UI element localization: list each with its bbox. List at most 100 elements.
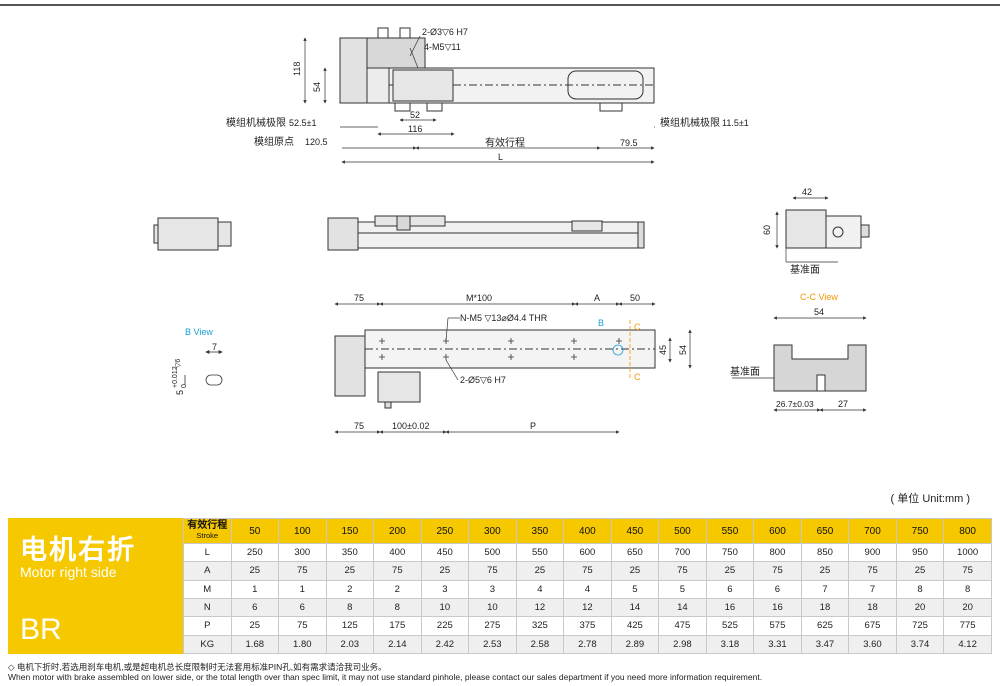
table-cell: 1	[278, 579, 327, 599]
label-origin: 模组原点	[254, 135, 294, 148]
table-cell: 6	[705, 579, 755, 599]
table-cell: 10	[468, 597, 517, 618]
table-cell: 2.78	[563, 634, 612, 655]
bottom-view	[334, 329, 656, 409]
table-cell: 14	[658, 597, 707, 618]
table-cell: 775	[943, 616, 992, 636]
callout-pin-2xd3: 2-Ø3▽6 H7	[422, 27, 468, 37]
table-cell: 1.80	[278, 634, 327, 655]
stroke-header-cell: 350	[515, 518, 565, 544]
stroke-header-cell: 650	[800, 518, 850, 544]
table-cell: 700	[658, 542, 707, 563]
table-cell: 25	[420, 561, 470, 581]
table-cell: 75	[943, 561, 992, 581]
mark-C-top: C	[634, 322, 641, 332]
stroke-label-cn: 有效行程	[187, 520, 228, 531]
table-cell: 2.03	[325, 634, 375, 655]
table-cell: 5	[610, 579, 660, 599]
stroke-header-cell: 800	[943, 518, 992, 544]
table-cell: 1000	[943, 542, 992, 563]
table-cell: 750	[705, 542, 755, 563]
cc-view	[732, 316, 867, 412]
footnote-cn: ◇ 电机下折时,若选用刹车电机,或是超电机总长度限制时无法套用标准PIN孔,如有…	[8, 662, 387, 672]
table-cell: 25	[230, 561, 280, 581]
table-cell: 25	[705, 561, 755, 581]
table-cell: 75	[468, 561, 517, 581]
dim-79-5: 79.5	[620, 138, 638, 148]
end-view-left	[153, 217, 232, 251]
table-cell: 175	[373, 616, 422, 636]
table-cell: 12	[515, 597, 565, 618]
table-cell: 18	[800, 597, 850, 618]
table-cell: 7	[848, 579, 897, 599]
table-cell: 8	[373, 597, 422, 618]
dim-54-bottom: 54	[678, 345, 688, 355]
stroke-header-cell: 750	[895, 518, 945, 544]
table-cell: 3.47	[800, 634, 850, 655]
cc-dim-27: 27	[838, 399, 848, 409]
table-cell: 75	[563, 561, 612, 581]
top-view-dims	[303, 35, 655, 164]
table-cell: 125	[325, 616, 375, 636]
table-cell: 5	[658, 579, 707, 599]
row-label: KG	[183, 634, 232, 655]
table-cell: 3	[468, 579, 517, 599]
table-cell: 18	[848, 597, 897, 618]
stroke-header-cell: 50	[230, 518, 280, 544]
stroke-header-cell: 700	[848, 518, 897, 544]
top-view	[339, 27, 655, 112]
model-title-en: Motor right side	[20, 564, 117, 580]
stroke-header-cell: 100	[278, 518, 327, 544]
table-cell: 600	[563, 542, 612, 563]
table-cell: 4	[563, 579, 612, 599]
dim-m100: M*100	[466, 293, 492, 303]
b-view-tol-lower: 0	[181, 384, 188, 388]
table-cell: 2	[325, 579, 375, 599]
value-limit-left: 52.5±1	[289, 118, 316, 128]
dim-116: 116	[408, 124, 422, 134]
table-cell: 6	[230, 597, 280, 618]
row-label: L	[183, 542, 232, 563]
table-cell: 275	[468, 616, 517, 636]
table-cell: 500	[468, 542, 517, 563]
cc-dim-26-7: 26.7±0.03	[776, 399, 814, 409]
table-cell: 900	[848, 542, 897, 563]
stroke-header-cell: 600	[753, 518, 802, 544]
b-view-depth: ▽6	[175, 359, 182, 368]
table-cell: 12	[563, 597, 612, 618]
table-cell: 650	[610, 542, 660, 563]
table-cell: 850	[800, 542, 850, 563]
callout-holes: N-M5 ▽13⌀Ø4.4 THR	[460, 313, 548, 323]
table-cell: 25	[515, 561, 565, 581]
table-cell: 25	[800, 561, 850, 581]
table-cell: 625	[800, 616, 850, 636]
b-view-tol-upper: +0.012	[172, 366, 179, 388]
value-origin: 120.5	[305, 137, 328, 147]
table-cell: 300	[278, 542, 327, 563]
table-cell: 75	[278, 616, 327, 636]
dim-52: 52	[410, 110, 420, 120]
dim-A: A	[594, 293, 600, 303]
label-limit-left: 模组机械极限	[226, 116, 286, 129]
table-cell: 950	[895, 542, 945, 563]
table-cell: 8	[943, 579, 992, 599]
table-cell: 425	[610, 616, 660, 636]
table-cell: 2.98	[658, 634, 707, 655]
model-code: BR	[20, 613, 62, 646]
callout-screw-4xm5: 4-M5▽11	[424, 42, 461, 52]
dim-45: 45	[658, 345, 668, 355]
table-cell: 1	[230, 579, 280, 599]
b-view	[184, 350, 223, 386]
table-cell: 350	[325, 542, 375, 563]
dim-75-bottom: 75	[354, 421, 364, 431]
table-cell: 3	[420, 579, 470, 599]
callout-pins: 2-Ø5▽6 H7	[460, 375, 506, 385]
table-cell: 75	[848, 561, 897, 581]
mark-C-bottom: C	[634, 372, 641, 382]
table-cell: 2.53	[468, 634, 517, 655]
top-divider	[0, 4, 1000, 6]
table-cell: 675	[848, 616, 897, 636]
table-cell: 75	[753, 561, 802, 581]
